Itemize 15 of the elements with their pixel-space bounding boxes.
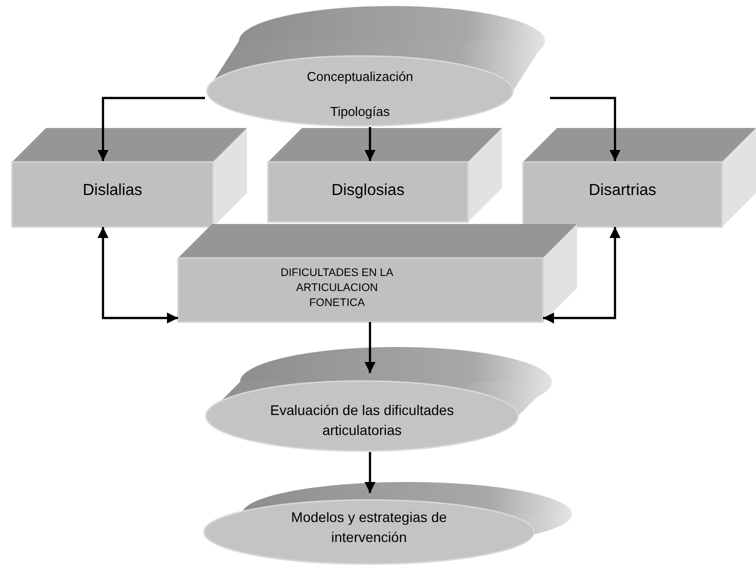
node-label: Modelos y estrategias de intervención: [290, 508, 448, 547]
node-label: DIFICULTADES EN LA ARTICULACION FONETICA: [280, 266, 394, 311]
node-label: Evaluación de las dificultades articulatorias: [269, 401, 455, 440]
node-label: Conceptualización: [306, 68, 414, 86]
arrow: [98, 96, 205, 161]
node-label: Dislalias: [82, 181, 144, 201]
arrow: [550, 96, 620, 161]
arrow: [364, 127, 376, 161]
node-label: Tipologías: [329, 103, 391, 121]
arrow: [543, 227, 620, 324]
arrow: [364, 452, 376, 493]
node-label: Disartrias: [588, 181, 658, 201]
arrow: [98, 227, 178, 324]
arrow: [364, 322, 376, 373]
node-label: Disglosias: [330, 181, 406, 201]
